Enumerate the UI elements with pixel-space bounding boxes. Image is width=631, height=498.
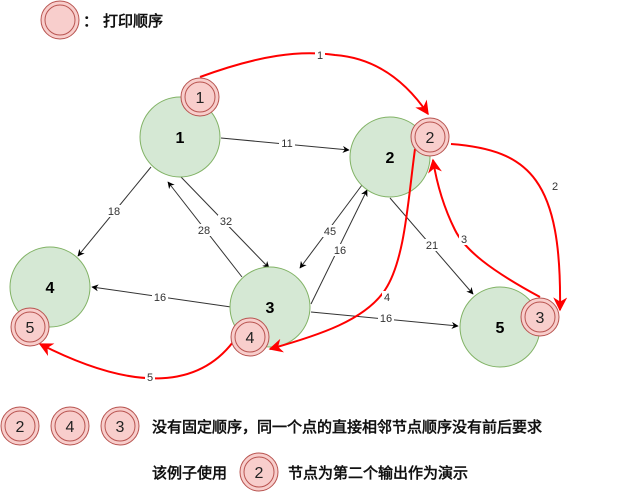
note-line-2-suffix: 节点为第二个输出作为演示 xyxy=(288,464,468,482)
legend: ： 打印顺序 xyxy=(40,0,163,40)
edge-weight-2-3: 45 xyxy=(324,226,336,238)
legend-title: 打印顺序 xyxy=(103,12,163,30)
order-marker-node-1: 1 xyxy=(180,77,220,117)
node-2: 2 xyxy=(349,116,431,198)
order-marker-label: 1 xyxy=(196,90,205,107)
edge-weight-3-2: 16 xyxy=(334,245,346,257)
notes: 2 4 3 没有固定顺序，同一个点的直接相邻节点顺序没有前后要求 该例子使用 2… xyxy=(0,406,543,492)
traversal-step-5 xyxy=(38,341,234,380)
note-marker-a: 2 xyxy=(0,406,40,446)
order-marker-label: 4 xyxy=(246,330,255,347)
edge-weight-2-5: 21 xyxy=(426,240,438,252)
order-marker-label: 5 xyxy=(26,320,35,337)
order-marker-label: 2 xyxy=(426,130,435,147)
order-marker-node-4: 5 xyxy=(10,307,50,347)
traversal-label-4: 4 xyxy=(384,292,390,304)
note-line-1: 没有固定顺序，同一个点的直接相邻节点顺序没有前后要求 xyxy=(152,418,543,436)
edge-weight-3-4: 16 xyxy=(154,292,166,304)
note-marker-b: 4 xyxy=(50,406,90,446)
traversal-labels: 1 2 3 4 5 xyxy=(145,49,560,384)
node-4-label: 4 xyxy=(46,280,55,297)
traversal-step-3 xyxy=(428,158,541,298)
note-marker-d: 2 xyxy=(239,452,279,492)
edge-labels: 11 18 32 28 45 16 21 16 16 xyxy=(106,137,440,325)
legend-marker-icon xyxy=(40,0,80,40)
traversal-label-3: 3 xyxy=(461,234,467,246)
traversal-step-4 xyxy=(268,148,416,353)
node-1: 1 xyxy=(139,96,221,178)
order-marker-node-2: 2 xyxy=(410,117,450,157)
node-1-label: 1 xyxy=(176,130,185,147)
traversal-label-5: 5 xyxy=(147,372,153,384)
node-3-label: 3 xyxy=(266,300,275,317)
node-5-label: 5 xyxy=(496,320,505,337)
edge-weight-1-3: 32 xyxy=(220,216,232,228)
edge-weight-1-4: 18 xyxy=(108,206,120,218)
traversal-step-2 xyxy=(450,143,568,312)
node-2-label: 2 xyxy=(386,150,395,167)
traversal-label-1: 1 xyxy=(317,50,323,62)
svg-text:2: 2 xyxy=(255,465,264,482)
edge-weight-3-1: 28 xyxy=(198,225,210,237)
svg-text:4: 4 xyxy=(66,419,75,436)
legend-colon: ： xyxy=(83,12,98,30)
note-marker-c: 3 xyxy=(100,406,140,446)
traversal-step-1 xyxy=(199,52,429,116)
node-4: 4 xyxy=(9,246,91,328)
svg-text:2: 2 xyxy=(16,419,25,436)
order-marker-node-5: 3 xyxy=(520,297,560,337)
edge-weight-3-5: 16 xyxy=(380,313,392,325)
edge-weight-1-2: 11 xyxy=(281,138,292,150)
traversal-label-2: 2 xyxy=(552,181,558,193)
note-line-2-prefix: 该例子使用 xyxy=(152,464,227,482)
order-marker-label: 3 xyxy=(536,310,545,327)
order-marker-node-3: 4 xyxy=(230,317,270,357)
traversal-path xyxy=(38,52,568,380)
order-markers: 1 2 4 5 3 xyxy=(10,77,560,357)
svg-text:3: 3 xyxy=(116,419,125,436)
nodes: 1 2 3 4 5 xyxy=(9,96,541,368)
